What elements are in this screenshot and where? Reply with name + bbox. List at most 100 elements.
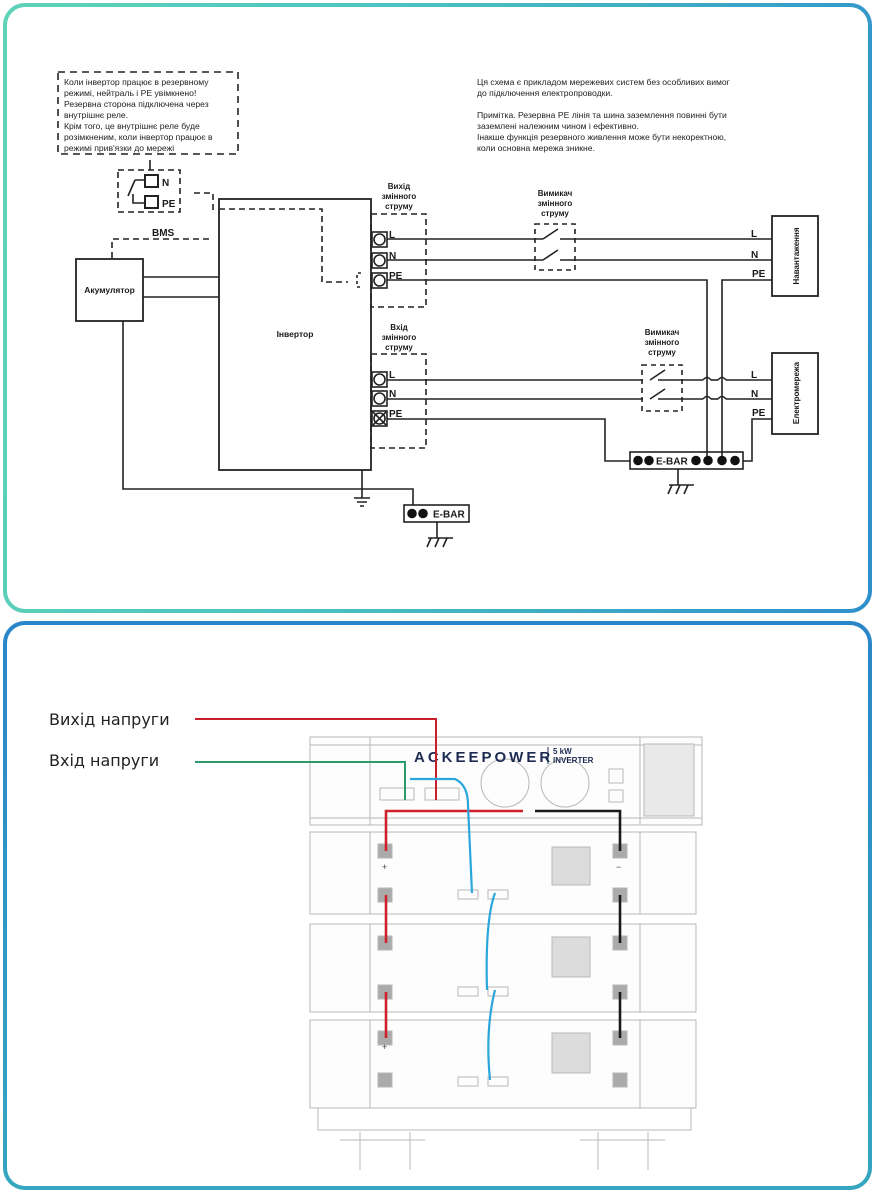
breaker-input-label: Вимикач змінного струму xyxy=(645,328,680,357)
breaker-input-switch xyxy=(649,369,666,400)
svg-text:змінного: змінного xyxy=(382,192,417,201)
earth-symbol-right xyxy=(667,484,694,495)
battery-ground-line xyxy=(122,321,414,505)
pe-bracket xyxy=(356,272,361,288)
battery-neg-port xyxy=(608,789,624,803)
ac-output-port xyxy=(424,787,460,801)
relay-box xyxy=(117,169,181,213)
svg-text:+: + xyxy=(382,862,387,872)
svg-text:Інакше функція резервного живл: Інакше функція резервного живлення може … xyxy=(477,132,726,142)
svg-text:струму: струму xyxy=(648,348,676,357)
schematic-panel: Коли інвертор працює в резервному режимі… xyxy=(3,3,872,613)
battery-label-plate-2 xyxy=(551,936,591,978)
inverter-label: Інвертор xyxy=(277,329,314,339)
installation-panel: Вихід напруги Вхід напруги xyxy=(3,621,872,1190)
ebar-right-label: E-BAR xyxy=(656,457,688,468)
ebar-bottom-label: E-BAR xyxy=(433,510,465,521)
svg-text:N: N xyxy=(751,250,758,261)
svg-text:Вхід: Вхід xyxy=(390,323,407,332)
relay-terminal-n xyxy=(144,174,159,188)
ac-input-box xyxy=(370,353,427,449)
battery-label: Акумулятор xyxy=(84,285,135,295)
ac-input-label: Вхід змінного струму xyxy=(382,323,417,352)
svg-text:+: + xyxy=(382,1042,387,1052)
bms-line xyxy=(111,238,212,258)
svg-text:заземлені належним чином і ефе: заземлені належним чином і ефективно. xyxy=(477,121,639,131)
svg-text:коли основна мережа зникне.: коли основна мережа зникне. xyxy=(477,143,595,153)
svg-text:струму: струму xyxy=(385,202,413,211)
load-label: Навантаження xyxy=(792,227,801,284)
input-terminal-labels: L N PE xyxy=(389,370,403,420)
breaker-output-label: Вимикач змінного струму xyxy=(538,189,573,218)
svg-text:Вимикач: Вимикач xyxy=(645,328,680,337)
svg-text:розімкненим, коли інвертор пра: розімкненим, коли інвертор працює в xyxy=(64,132,213,142)
grid-label: Електромережа xyxy=(792,361,801,424)
earth-symbol xyxy=(426,537,453,548)
svg-text:Вихід: Вихід xyxy=(388,182,410,191)
grid-pe-line xyxy=(743,418,772,462)
svg-text:L: L xyxy=(751,370,757,381)
svg-text:Вимикач: Вимикач xyxy=(538,189,573,198)
svg-text:N: N xyxy=(389,251,396,262)
ac-output-label: Вихід змінного струму xyxy=(382,182,417,211)
breaker-output-switch xyxy=(542,228,559,261)
relay-switch xyxy=(127,179,145,204)
inverter-spec-label xyxy=(643,743,695,817)
stack-illustration: ACKEEPOWER 5 kW INVERTER + + − xyxy=(195,718,703,1170)
ground-symbol xyxy=(354,497,370,507)
brand-logo: ACKEEPOWER xyxy=(414,749,553,766)
svg-text:струму: струму xyxy=(541,209,569,218)
ebar-dots xyxy=(407,455,740,519)
svg-text:PE: PE xyxy=(752,269,766,280)
info-note: Ця схема є прикладом мережевих систем бе… xyxy=(477,77,730,153)
fan-left xyxy=(480,758,530,808)
svg-text:внутрішнє реле.: внутрішнє реле. xyxy=(64,110,128,120)
wiring-schematic: Коли інвертор працює в резервному режимі… xyxy=(57,71,819,548)
svg-text:PE: PE xyxy=(389,271,403,282)
load-box xyxy=(771,215,819,297)
callout-note: Коли інвертор працює в резервному режимі… xyxy=(64,77,213,153)
svg-text:до підключення електропроводки: до підключення електропроводки. xyxy=(477,88,613,98)
model-type: INVERTER xyxy=(553,756,594,765)
breaker-output-box xyxy=(534,223,576,271)
grid-box xyxy=(771,352,819,435)
svg-text:PE: PE xyxy=(389,409,403,420)
svg-text:режимі прив'язки до мережі: режимі прив'язки до мережі xyxy=(64,143,174,153)
battery-pos-port xyxy=(608,768,624,784)
breaker-input-box xyxy=(641,364,683,412)
negative-cables xyxy=(535,809,622,1038)
fan-right xyxy=(540,758,590,808)
battery-label-plate-3 xyxy=(551,1032,591,1074)
svg-text:режимі, нейтраль і PE увімкнен: режимі, нейтраль і PE увімкнено! xyxy=(64,88,196,98)
svg-text:Примітка. Резервна PE лінія та: Примітка. Резервна PE лінія та шина зазе… xyxy=(477,110,727,120)
input-terminals xyxy=(371,371,388,427)
legend-output-label: Вихід напруги xyxy=(49,710,170,729)
output-terminals xyxy=(371,231,388,289)
svg-text:змінного: змінного xyxy=(538,199,573,208)
svg-text:L: L xyxy=(389,370,395,381)
svg-text:L: L xyxy=(389,230,395,241)
svg-text:Крім того, це внутрішнє реле б: Крім того, це внутрішнє реле буде xyxy=(64,121,200,131)
positive-cables xyxy=(384,809,523,1038)
ebar-right xyxy=(629,451,744,470)
svg-text:L: L xyxy=(751,229,757,240)
battery-box xyxy=(75,258,144,322)
bms-label: BMS xyxy=(152,228,175,239)
battery-module-3 xyxy=(309,1019,697,1109)
load-terminal-labels: L N PE xyxy=(751,229,766,280)
output-terminal-labels: L N PE xyxy=(389,230,403,282)
svg-text:струму: струму xyxy=(385,343,413,352)
ac-input-port xyxy=(379,787,415,801)
svg-text:−: − xyxy=(616,862,621,872)
legend-input-label: Вхід напруги xyxy=(49,751,160,770)
communication-cables xyxy=(410,777,497,1081)
output-voltage-cable xyxy=(195,718,437,800)
polarity-signs: + + − xyxy=(382,862,621,1052)
model-power: 5 kW xyxy=(553,747,572,756)
battery-module-2 xyxy=(309,923,697,1013)
inverter-box xyxy=(218,198,372,471)
output-pe-line-b xyxy=(721,279,772,458)
svg-text:PE: PE xyxy=(752,408,766,419)
input-voltage-cable xyxy=(195,761,406,800)
svg-text:N: N xyxy=(751,389,758,400)
